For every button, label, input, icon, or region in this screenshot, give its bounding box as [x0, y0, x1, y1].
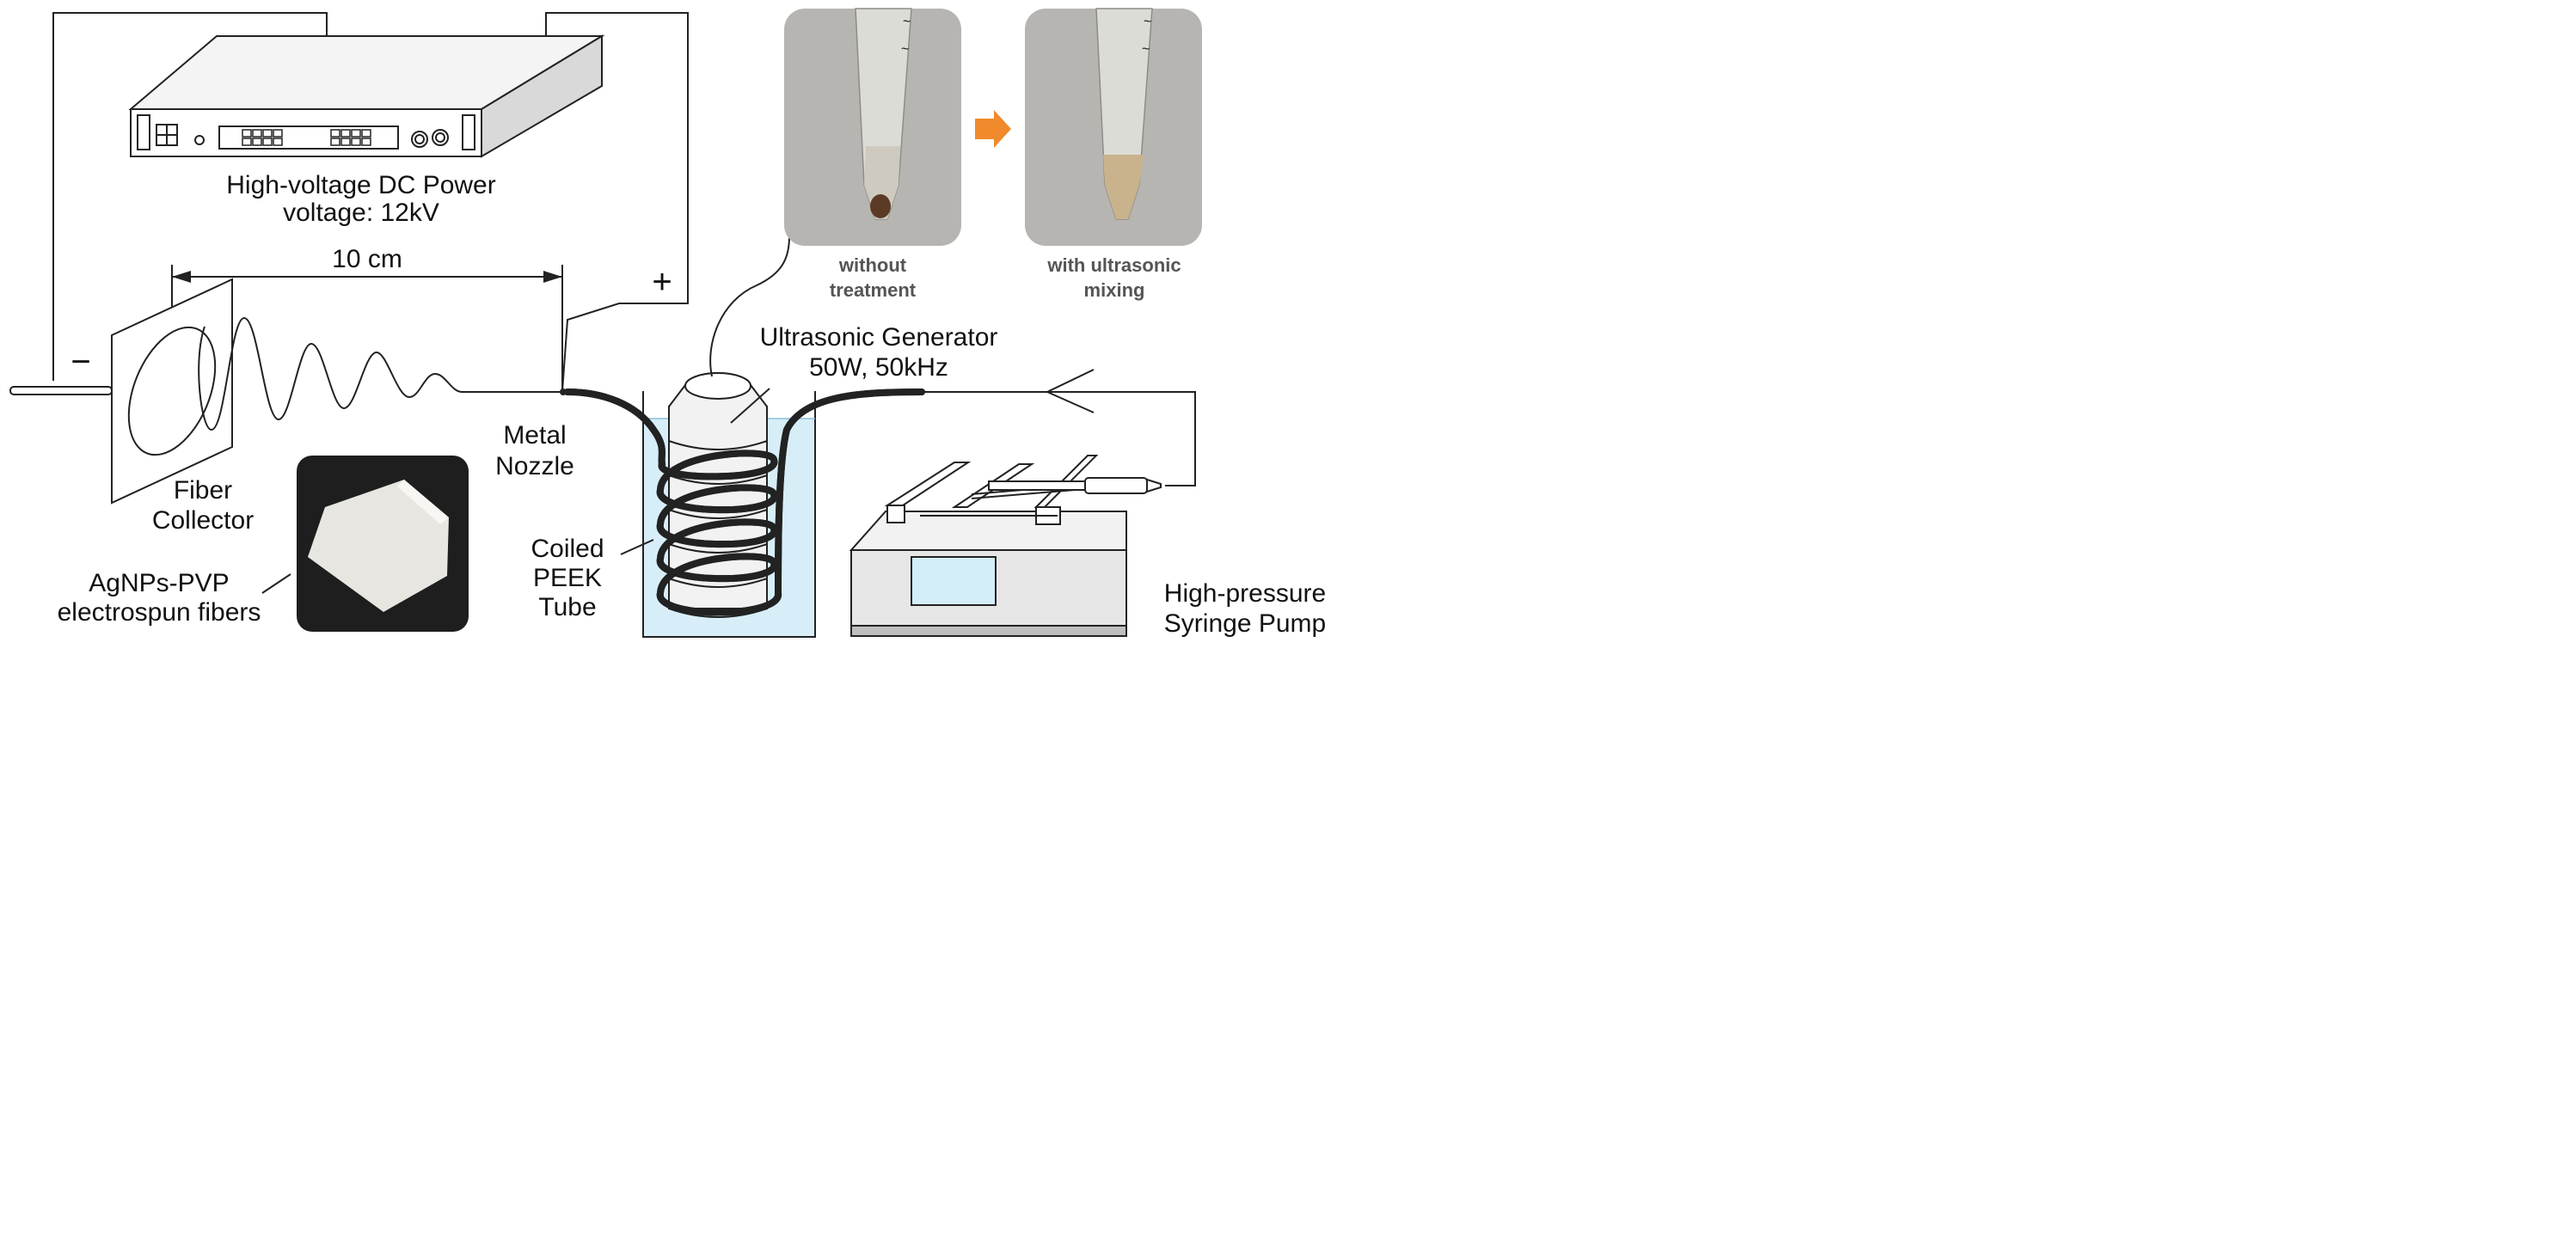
ultrasonic-label-1: Ultrasonic Generator [760, 323, 998, 352]
fibers-label-2: electrospun fibers [58, 598, 261, 627]
electrospinning-setup-diagram: High-voltage DC Power voltage: 12kV 10 c… [9, 8, 1326, 638]
coiled-tube-label-1: Coiled [531, 535, 604, 563]
fibers-label-1: AgNPs-PVP [89, 569, 229, 597]
fibers-pointer-line [261, 573, 291, 594]
metal-nozzle-label-2: Nozzle [495, 452, 574, 480]
positive-terminal-sign: + [652, 263, 672, 301]
photo-connector-line [709, 236, 790, 377]
photo-before-label-2: treatment [830, 279, 917, 301]
negative-terminal-sign: − [71, 343, 90, 381]
metal-nozzle-label-1: Metal [503, 421, 566, 450]
photo-after-label-2: mixing [1084, 279, 1145, 301]
syringe-pump-label-1: High-pressure [1164, 579, 1326, 608]
electrospinning-jet [198, 316, 562, 431]
fiber-collector-label-2: Collector [152, 506, 254, 535]
syringe-pump-label-2: Syringe Pump [1164, 609, 1326, 638]
photo-without-treatment: ~ ~ [784, 8, 961, 246]
coiled-tube-label-2: PEEK [533, 564, 602, 592]
fiber-sample-photo [297, 456, 469, 632]
power-supply-label-1: High-voltage DC Power [226, 171, 495, 199]
power-supply-label-2: voltage: 12kV [283, 199, 439, 227]
coiled-tube-pointer-line [620, 539, 654, 555]
orange-arrow-icon [975, 110, 1011, 148]
distance-label: 10 cm [332, 245, 402, 273]
tube-mark-2: ~ [901, 42, 909, 57]
coiled-peek-tube [564, 388, 925, 613]
distance-dimension [171, 265, 563, 391]
coiled-tube-label-3: Tube [538, 593, 596, 621]
negative-wire [52, 12, 328, 381]
photo-before-label-1: without [838, 254, 907, 276]
tube-mark-1: ~ [903, 15, 911, 29]
fiber-collector-label-1: Fiber [174, 476, 232, 505]
dc-power-supply [128, 34, 605, 158]
feed-line [922, 369, 1196, 486]
generator-pointer-line [730, 388, 770, 424]
tube-mark-4: ~ [1142, 42, 1150, 57]
tube-mark-3: ~ [1144, 15, 1151, 29]
ultrasonic-label-2: 50W, 50kHz [809, 353, 948, 382]
syringe-pump [849, 455, 1162, 637]
positive-wire [545, 12, 689, 392]
photo-after-label-1: with ultrasonic [1046, 254, 1181, 276]
photo-with-ultrasonic-mixing: ~ ~ [1025, 8, 1202, 246]
